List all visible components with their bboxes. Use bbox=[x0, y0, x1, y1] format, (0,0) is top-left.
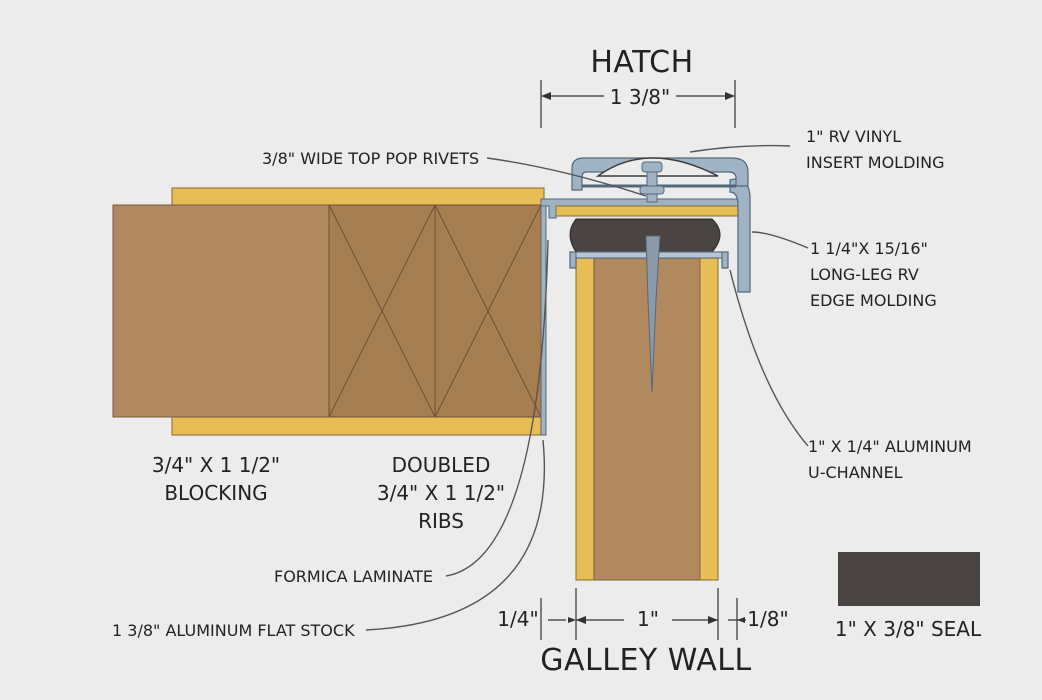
top-laminate bbox=[171, 187, 545, 207]
label-edge-line3: EDGE MOLDING bbox=[810, 291, 937, 310]
label-edge-line2: LONG-LEG RV bbox=[810, 265, 919, 284]
label-blocking-line2: BLOCKING bbox=[164, 481, 267, 505]
label-seal-legend: 1" X 3/8" SEAL bbox=[835, 617, 982, 641]
dim-hatch-width: 1 3/8" bbox=[610, 85, 670, 109]
leader-vinyl bbox=[689, 144, 791, 153]
label-edge-line1: 1 1/4"X 15/16" bbox=[810, 239, 928, 258]
label-ribs-line2: 3/4" X 1 1/2" bbox=[377, 481, 505, 505]
leader-uchannel bbox=[729, 269, 809, 447]
label-blocking-line1: 3/4" X 1 1/2" bbox=[152, 453, 280, 477]
title-hatch: HATCH bbox=[590, 45, 693, 80]
label-uchannel-line1: 1" X 1/4" ALUMINUM bbox=[808, 437, 972, 456]
label-flatstock: 1 3/8" ALUMINUM FLAT STOCK bbox=[112, 621, 355, 640]
label-ribs-line1: DOUBLED bbox=[392, 453, 491, 477]
dimension-hatch bbox=[540, 80, 736, 128]
leader-edge bbox=[751, 231, 809, 249]
pop-rivet bbox=[639, 161, 665, 203]
seal-legend-swatch bbox=[838, 552, 980, 606]
wall-laminate-right bbox=[699, 254, 719, 581]
dim-wall-width: 1" bbox=[637, 607, 659, 631]
aluminum-flat-stock bbox=[540, 204, 547, 436]
hatch-top-laminate bbox=[555, 205, 743, 217]
wall-core bbox=[593, 254, 701, 581]
leader-formica bbox=[445, 239, 549, 577]
label-vinyl-line2: INSERT MOLDING bbox=[806, 153, 944, 172]
dim-right-gap: 1/8" bbox=[747, 607, 788, 631]
leader-lines bbox=[365, 144, 809, 631]
title-galley-wall: GALLEY WALL bbox=[540, 643, 752, 678]
blocking bbox=[112, 204, 330, 418]
label-vinyl-line1: 1" RV VINYL bbox=[806, 127, 901, 146]
seal bbox=[569, 218, 721, 253]
bottom-laminate bbox=[171, 416, 545, 436]
screw bbox=[645, 235, 661, 393]
galley-wall bbox=[575, 254, 719, 581]
leader-flatstock bbox=[365, 439, 545, 631]
leader-rivets bbox=[486, 157, 647, 197]
label-uchannel-line2: U-CHANNEL bbox=[808, 463, 903, 482]
rib-cross-lines bbox=[328, 204, 542, 418]
wall-laminate-left bbox=[575, 254, 595, 581]
dimension-wall bbox=[540, 588, 746, 640]
edge-molding bbox=[729, 178, 751, 293]
hatch-top-assembly bbox=[540, 198, 743, 219]
label-formica: FORMICA LAMINATE bbox=[274, 567, 433, 586]
label-ribs-line3: RIBS bbox=[418, 509, 464, 533]
label-rivets: 3/8" WIDE TOP POP RIVETS bbox=[262, 149, 479, 168]
hatch-panel bbox=[112, 187, 547, 436]
dim-left-gap: 1/4" bbox=[497, 607, 538, 631]
